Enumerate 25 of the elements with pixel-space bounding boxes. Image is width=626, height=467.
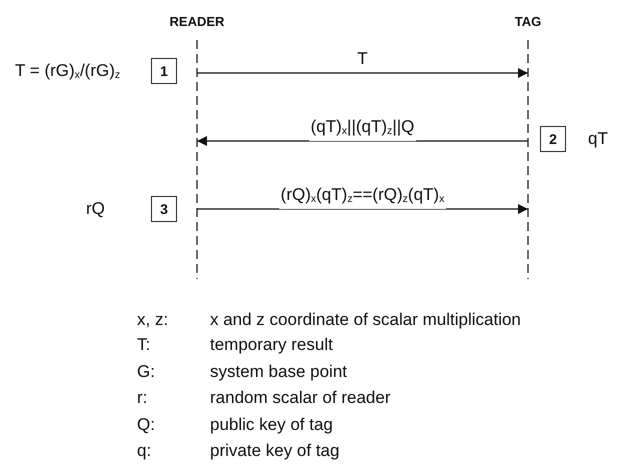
step-formula: qT xyxy=(588,129,608,149)
step-number-box: 2 xyxy=(540,126,566,152)
glossary-symbol: G: xyxy=(137,362,155,382)
message-arrow xyxy=(197,68,528,78)
message-arrow xyxy=(197,204,528,214)
message-label: (rQ)$_{x}$(qT)$_{z}$==(rQ)$_{z}$(qT)$_{x}$ xyxy=(278,185,446,210)
glossary-symbol: T: xyxy=(137,335,150,355)
glossary-symbol: x, z: xyxy=(137,310,168,330)
glossary-definition: private key of tag xyxy=(210,441,340,461)
step-number-box: 1 xyxy=(151,58,177,84)
glossary-symbol: r: xyxy=(137,388,148,408)
glossary-definition: public key of tag xyxy=(210,415,333,435)
glossary-definition: system base point xyxy=(210,362,348,382)
step-formula: rQ xyxy=(86,199,105,219)
lifeline-heading: TAG xyxy=(514,14,542,29)
step-number-box: 3 xyxy=(151,196,177,222)
message-arrow xyxy=(197,136,528,146)
step-formula: T = (rG)$_{x}$/(rG)$_{z}$ xyxy=(15,61,120,82)
glossary-definition: temporary result xyxy=(210,335,333,355)
message-label: (qT)$_{x}$||(qT)$_{z}$||Q xyxy=(308,117,416,142)
lifeline-heading: READER xyxy=(168,14,226,29)
glossary-symbol: Q: xyxy=(137,415,155,435)
glossary-definition: x and z coordinate of scalar multiplication xyxy=(210,310,521,330)
glossary-definition: random scalar of reader xyxy=(210,388,390,408)
glossary-symbol: q: xyxy=(137,441,152,461)
